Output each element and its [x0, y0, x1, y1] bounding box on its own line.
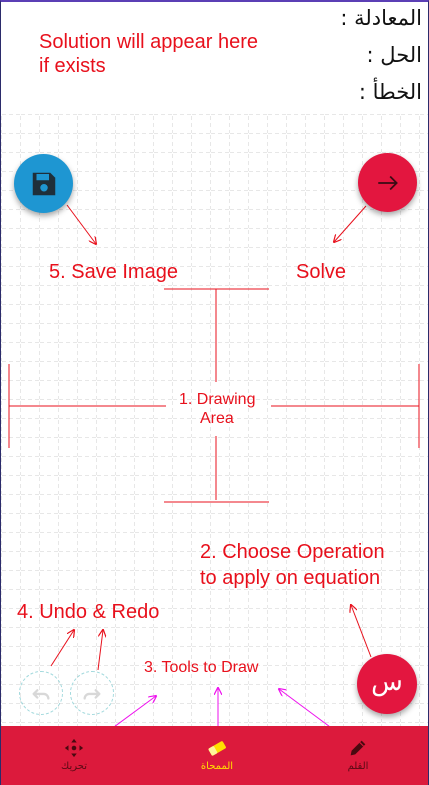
redo-icon: [83, 689, 101, 700]
undo-icon: [32, 689, 50, 700]
hint-drawing-area-line2: Area: [200, 410, 234, 427]
tool-pen-label: القلم: [347, 761, 369, 772]
tool-move-label: تحريك: [61, 761, 87, 772]
arrow-right-icon: [377, 175, 398, 190]
redo-button[interactable]: [70, 671, 114, 715]
hint-undo-redo: 4. Undo & Redo: [17, 601, 160, 623]
error-label: الخطأ :: [358, 80, 422, 104]
hint-save-image: 5. Save Image: [49, 261, 178, 283]
hint-tools: 3. Tools to Draw: [144, 659, 259, 676]
tools-bar: تحريك الممحاة القلم: [1, 726, 428, 785]
solution-label: الحل :: [366, 43, 422, 67]
eraser-icon: [208, 741, 226, 756]
save-icon: [32, 172, 55, 195]
hint-solution-line2: if exists: [39, 55, 106, 77]
tool-eraser[interactable]: الممحاة: [177, 726, 257, 785]
equation-label: المعادلة :: [340, 6, 422, 30]
solve-button[interactable]: [358, 153, 417, 212]
pen-icon: [350, 740, 366, 756]
tool-pen[interactable]: القلم: [318, 726, 398, 785]
move-icon: [64, 738, 84, 758]
hint-drawing-area-line1: 1. Drawing: [179, 391, 256, 408]
hint-solution-line1: Solution will appear here: [39, 31, 259, 53]
hint-solve: Solve: [296, 261, 347, 283]
hint-choose-op-line1: 2. Choose Operation: [200, 541, 385, 563]
tool-eraser-label: الممحاة: [200, 761, 234, 772]
hint-choose-op-line2: to apply on equation: [200, 567, 381, 589]
operation-symbol: س: [371, 667, 403, 697]
tool-move[interactable]: تحريك: [34, 726, 114, 785]
undo-button[interactable]: [19, 671, 63, 715]
choose-operation-button[interactable]: س: [357, 654, 417, 714]
save-image-button[interactable]: [14, 154, 73, 213]
